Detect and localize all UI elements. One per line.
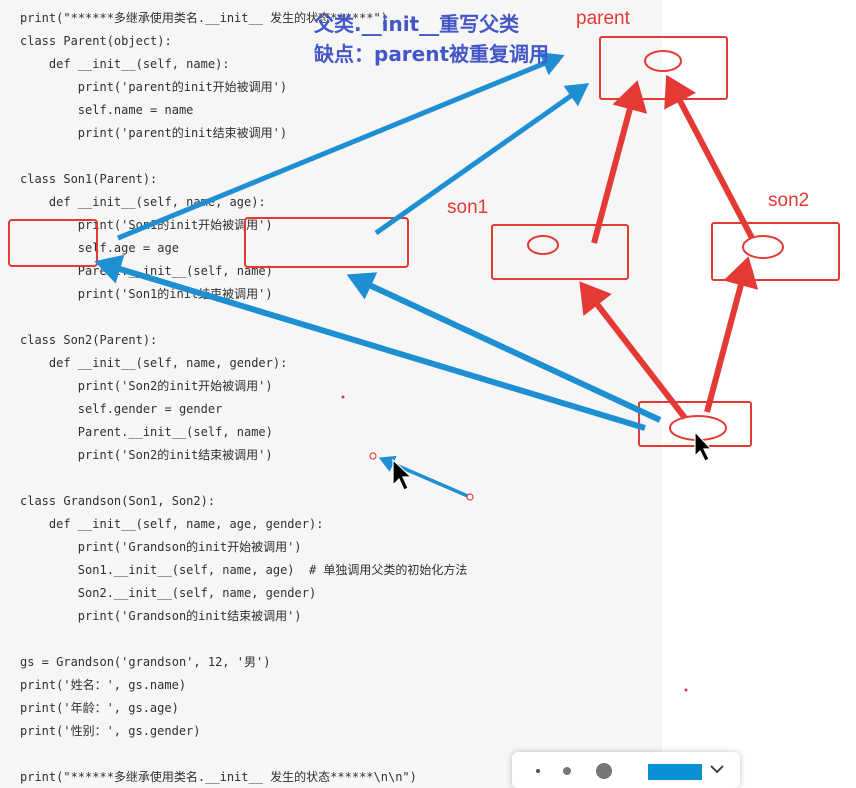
code-line-11: self.age = age	[20, 241, 179, 255]
code-line-1: print("******多继承使用类名.__init__ 发生的状态*****…	[20, 11, 388, 25]
arrow-son1-to-parent	[591, 80, 648, 244]
code-line-2: class Parent(object):	[20, 34, 172, 48]
code-line-32: print('性别：', gs.gender)	[20, 724, 201, 738]
highlight-box-self-age	[8, 219, 98, 267]
blue-arrow-to-parent-call	[94, 254, 646, 431]
label-son1: son1	[447, 197, 489, 218]
parent-class-box	[599, 36, 728, 100]
code-line-20: print('Son2的init结束被调用')	[20, 448, 273, 462]
code-line-22: class Grandson(Son1, Son2):	[20, 494, 216, 508]
caption-line-2: 缺点：parent被重复调用	[314, 42, 550, 66]
color-swatch[interactable]	[648, 764, 702, 780]
code-line-16: def __init__(self, name, gender):	[20, 356, 288, 370]
code-line-18: self.gender = gender	[20, 402, 223, 416]
son2-class-box	[711, 222, 840, 281]
pen-toolbar	[512, 752, 740, 788]
code-editor-panel	[0, 0, 662, 788]
code-line-10: print('Son1的init开始被调用')	[77, 218, 273, 232]
code-line-34: print("******多继承使用类名.__init__ 发生的状态*****…	[20, 770, 417, 784]
highlight-box-son1-init	[244, 217, 409, 268]
son1-init-circle	[527, 235, 559, 255]
code-line-5: self.name = name	[20, 103, 194, 117]
blue-arrow-to-son1-init	[346, 272, 662, 423]
mouse-pointer-icon	[392, 458, 413, 491]
code-line-8: class Son1(Parent):	[20, 172, 158, 186]
code-line-25: Son1.__init__(self, name, age) # 单独调用父类的…	[20, 563, 468, 577]
label-parent: parent	[576, 8, 630, 29]
parent-init-circle	[644, 50, 682, 72]
code-line-17: print('Son2的init开始被调用')	[20, 379, 273, 393]
arrow-start-handle[interactable]	[466, 493, 474, 501]
code-line-24: print('Grandson的init开始被调用')	[20, 540, 302, 554]
small-dot-icon[interactable]	[536, 769, 540, 773]
arrow-son2-to-parent	[664, 74, 755, 240]
code-line-31: print('年龄：', gs.age)	[20, 701, 179, 715]
large-dot-icon[interactable]	[596, 763, 612, 779]
code-line-29: gs = Grandson('grandson', 12, '男')	[20, 655, 271, 669]
code-line-4: print('parent的init开始被调用')	[20, 80, 288, 94]
code-line-26: Son2.__init__(self, name, gender)	[20, 586, 317, 600]
medium-dot-icon[interactable]	[563, 767, 571, 775]
stray-dot	[684, 688, 688, 692]
label-son2: son2	[768, 190, 810, 211]
blue-arrow-to-parent-a	[117, 52, 565, 241]
code-line-23: def __init__(self, name, age, gender):	[20, 517, 324, 531]
code-line-15: class Son2(Parent):	[20, 333, 158, 347]
code-line-6: print('parent的init结束被调用')	[20, 126, 288, 140]
code-line-27: print('Grandson的init结束被调用')	[20, 609, 302, 623]
caption-line-1: 父类.__init__重写父类	[314, 12, 520, 36]
arrow-grandson-to-son1	[579, 281, 688, 420]
code-line-3: def __init__(self, name):	[20, 57, 230, 71]
mouse-pointer-icon	[694, 430, 713, 462]
code-line-19: Parent.__init__(self, name)	[20, 425, 273, 439]
chevron-down-icon[interactable]	[708, 760, 726, 778]
code-line-30: print('姓名：', gs.name)	[20, 678, 187, 692]
son1-class-box	[491, 224, 629, 280]
blue-arrow-to-parent-b	[374, 83, 590, 236]
stray-dot	[341, 395, 345, 399]
arrow-end-handle[interactable]	[369, 452, 377, 460]
arrow-grandson-to-son2	[704, 256, 759, 413]
son2-init-circle	[742, 235, 784, 259]
